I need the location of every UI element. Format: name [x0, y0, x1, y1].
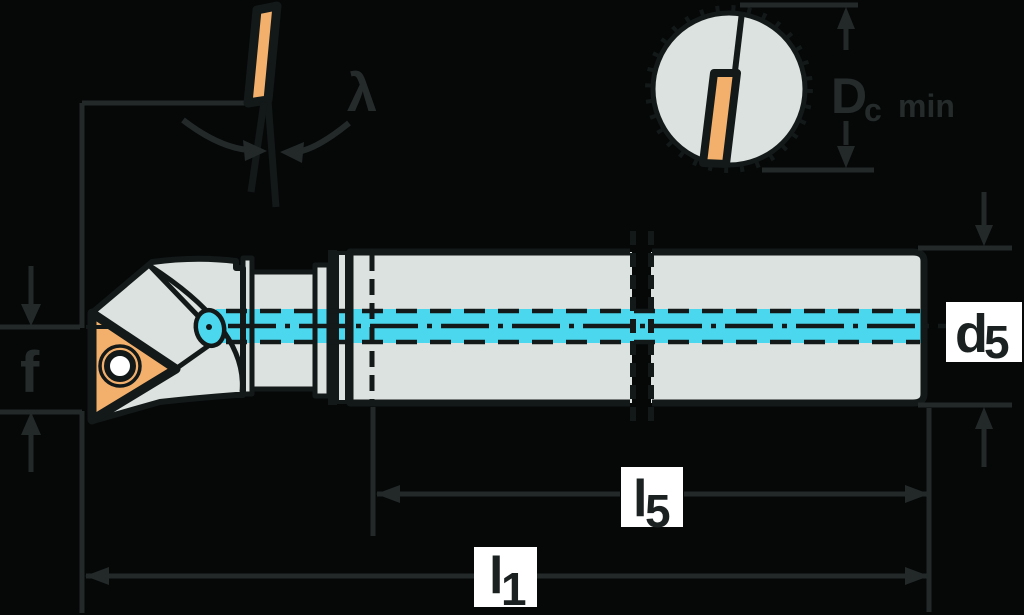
d5-label-box — [946, 302, 1022, 362]
dc-arrowhead-down — [837, 146, 855, 168]
angle-arrowhead-left — [243, 140, 267, 161]
dimension-f: f — [0, 103, 85, 613]
l5-label-box — [621, 467, 683, 527]
d5-label-sub: 5 — [984, 316, 1010, 368]
insert-screw-hole — [104, 350, 136, 382]
dc-label-sub: c — [864, 92, 882, 128]
dimension-d5: d 5 — [918, 192, 1022, 467]
insert-end-view — [699, 69, 741, 168]
dimension-l5: l 5 — [370, 407, 932, 612]
dc-label-base: D — [831, 68, 867, 124]
l1-arrowhead-left — [85, 567, 109, 585]
insert-screw-outer-ring — [98, 344, 142, 388]
angle-reference-line — [264, 99, 280, 208]
insert-inclination-detail: λ — [82, 1, 377, 208]
shaft-left-outline — [346, 248, 630, 407]
pocket-line-lower — [175, 341, 213, 371]
l5-arrowhead-right — [905, 485, 929, 503]
f-arrowhead-down — [21, 304, 41, 326]
bore-rough-edge — [645, 5, 813, 173]
angle-arrowhead-right — [280, 142, 304, 163]
coolant-details — [193, 307, 946, 349]
cutting-edge-slit — [732, 11, 745, 72]
dc-arrowhead-up — [837, 7, 855, 29]
l1-label-sub: 1 — [501, 563, 527, 615]
l1-arrowhead-right — [905, 567, 929, 585]
min-bore-end-view: D c min — [645, 2, 955, 173]
l1-label-base: l — [489, 547, 503, 605]
d5-arrowhead-up — [975, 407, 993, 429]
l5-label-sub: 5 — [645, 485, 671, 537]
l1-label-box — [474, 547, 537, 607]
f-label: f — [20, 340, 40, 405]
dc-label-suffix: min — [898, 88, 955, 124]
cutting-insert — [86, 308, 181, 425]
dimension-l1: l 1 — [85, 547, 929, 615]
d5-arrowhead-down — [975, 225, 993, 246]
pocket-line-upper — [148, 264, 201, 319]
coolant-outlet-center-dot — [206, 324, 212, 330]
l5-arrowhead-left — [376, 485, 400, 503]
lambda-label: λ — [347, 63, 377, 123]
d5-label-base: d — [955, 304, 988, 364]
f-arrowhead-up — [21, 412, 41, 435]
angle-arrow-arc-left — [181, 117, 249, 153]
insert-side-view — [243, 1, 282, 108]
l5-label-base: l — [633, 470, 647, 528]
